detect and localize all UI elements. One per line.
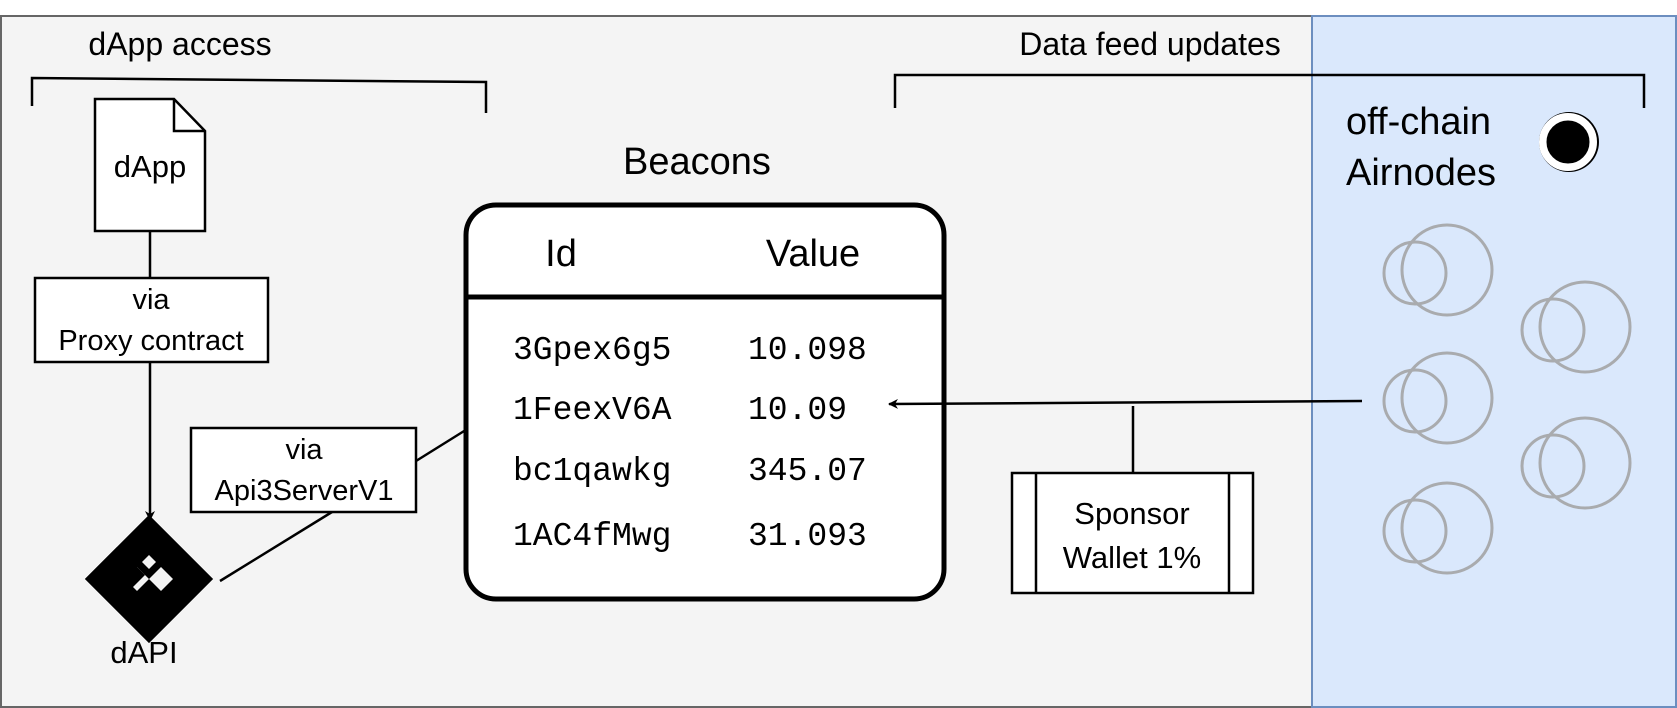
beacon-value: 31.093	[748, 518, 867, 555]
beacons-column-id: Id	[545, 233, 577, 275]
beacon-value: 10.098	[748, 332, 867, 369]
sponsor-box-line1: Sponsor	[1074, 496, 1189, 531]
dapp-label: dApp	[114, 149, 186, 184]
airnode-icon-1	[1382, 223, 1494, 317]
airnode-icon-5	[1382, 481, 1494, 575]
airnode-icon-4	[1520, 416, 1632, 510]
beacons-table: Id Value 3Gpex6g5 10.098 1FeexV6A 10.09 bc1q…	[463, 202, 947, 602]
dapp-access-bracket	[30, 76, 488, 113]
api3serverv1-box[interactable]: via Api3ServerV1	[189, 426, 418, 514]
sponsor-box-line2: Wallet 1%	[1063, 540, 1201, 575]
beacon-value: 345.07	[748, 453, 867, 490]
dapi-label: dAPI	[110, 635, 177, 670]
sponsor-wallet-box[interactable]: Sponsor Wallet 1%	[1010, 471, 1255, 595]
section-label-data-feed-updates: Data feed updates	[1019, 26, 1281, 62]
beacon-value: 10.09	[748, 392, 847, 429]
beacons-title: Beacons	[623, 141, 771, 183]
airnode-icon-3	[1382, 351, 1494, 445]
proxy-box-line1: via	[132, 284, 170, 316]
offchain-label-line1: off-chain	[1346, 101, 1491, 143]
beacon-id: 1AC4fMwg	[513, 518, 671, 555]
proxy-contract-box[interactable]: via Proxy contract	[33, 276, 270, 364]
beacons-column-value: Value	[766, 233, 860, 275]
dapi-icon[interactable]	[85, 515, 213, 643]
dapp-document[interactable]: dApp	[93, 97, 207, 233]
airnodes-to-beacon-arrow	[888, 398, 1363, 409]
airnode-logo-icon	[1539, 112, 1599, 172]
proxy-box-line2: Proxy contract	[58, 325, 243, 357]
offchain-label-line2: Airnodes	[1346, 152, 1496, 194]
dapi-to-server-line	[219, 510, 333, 583]
section-label-dapp-access: dApp access	[88, 26, 271, 62]
server-box-line1: via	[285, 434, 323, 466]
beacon-id: 1FeexV6A	[513, 392, 672, 429]
beacon-id: bc1qawkg	[513, 453, 671, 490]
beacons-rows: 3Gpex6g5 10.098 1FeexV6A 10.09 bc1qawkg 345.0…	[513, 332, 867, 555]
airnode-icon-2	[1520, 280, 1632, 374]
server-box-line2: Api3ServerV1	[215, 475, 394, 507]
beacon-id: 3Gpex6g5	[513, 332, 671, 369]
data-feed-updates-bracket	[893, 73, 1646, 108]
